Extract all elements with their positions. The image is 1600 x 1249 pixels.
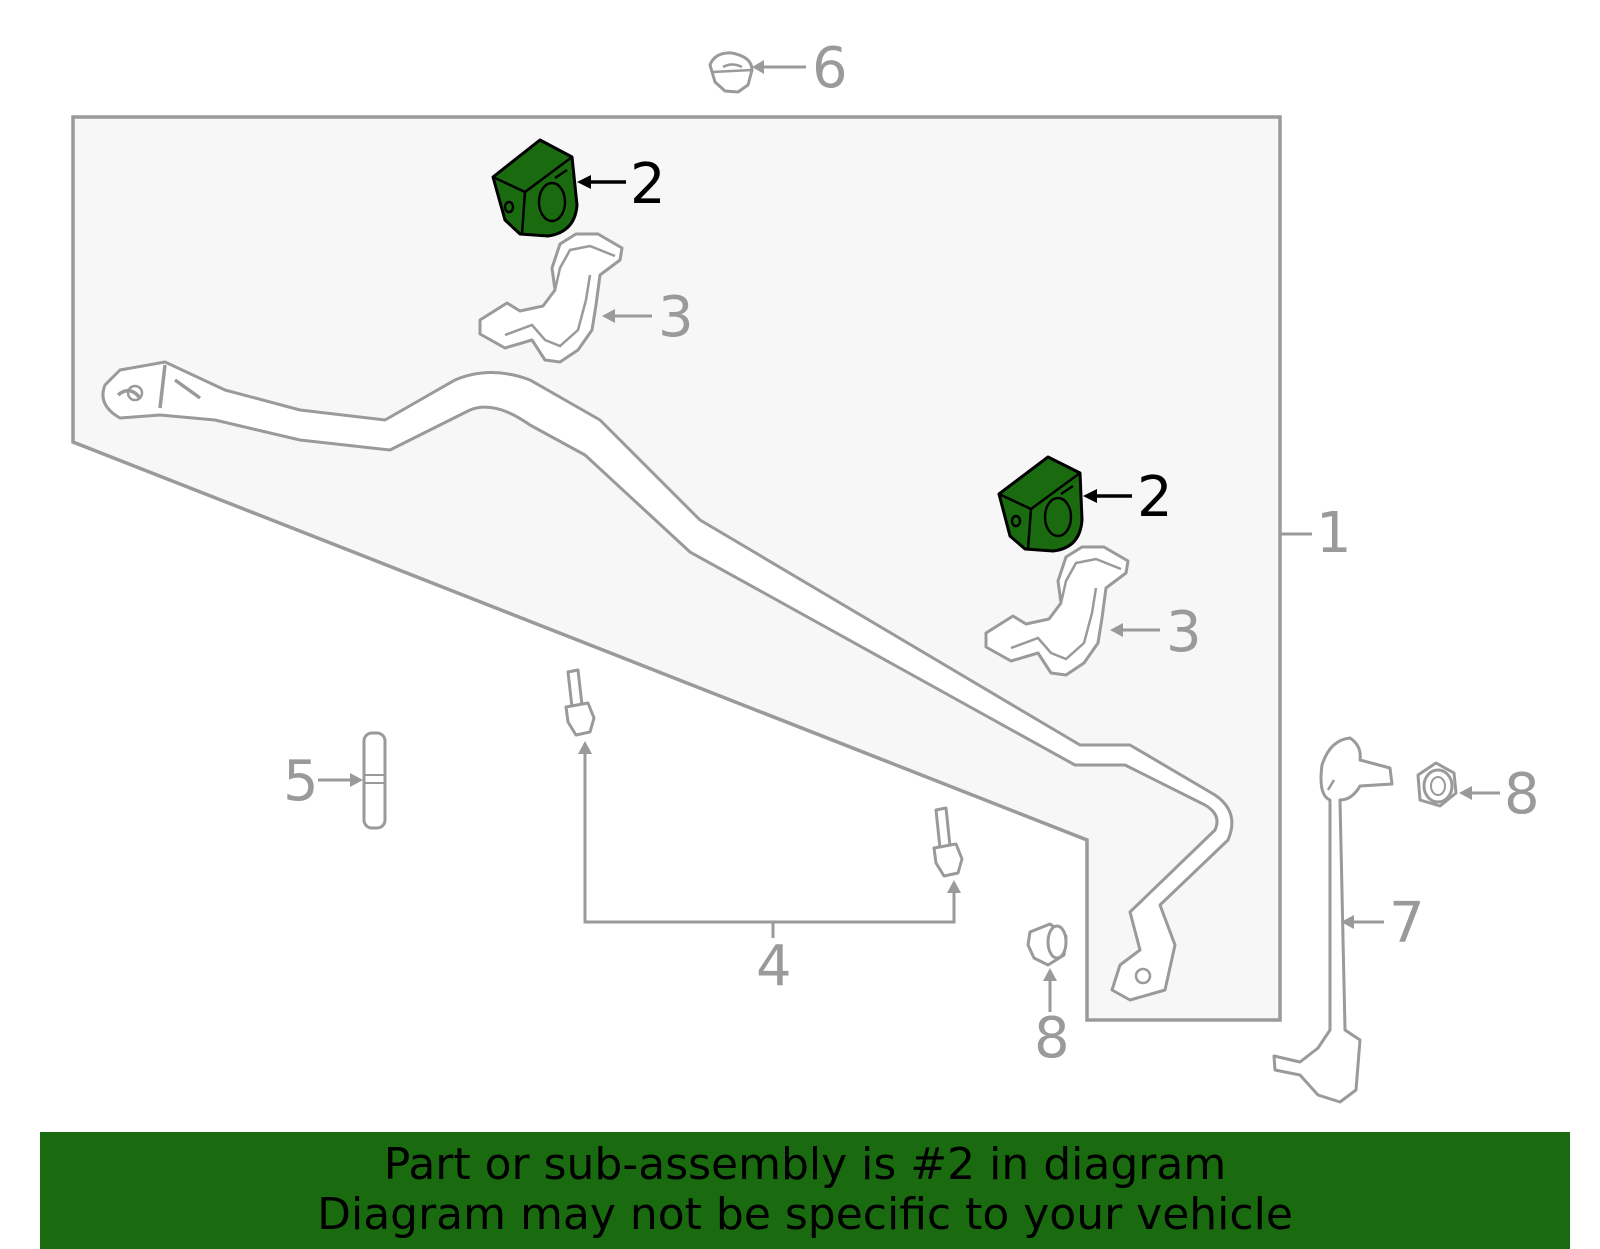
- info-banner: Part or sub-assembly is #2 in diagram Di…: [40, 1132, 1570, 1249]
- callout-7: 7: [1389, 891, 1425, 956]
- callout-6: 6: [812, 36, 848, 101]
- bracket-3-lower: [984, 545, 1130, 677]
- callout-8-right: 8: [1504, 762, 1540, 827]
- banner-line-2: Diagram may not be specific to your vehi…: [317, 1189, 1293, 1240]
- stabilizer-bar: [101, 360, 1234, 1002]
- callout-3-upper: 3: [658, 285, 694, 350]
- callout-2-upper: 2: [630, 152, 666, 217]
- stabilizer-link-7: [1272, 736, 1394, 1104]
- callout-4: 4: [756, 934, 792, 999]
- bushing-2-lower[interactable]: [997, 455, 1084, 553]
- nut-8-bottom: [1026, 922, 1068, 967]
- nut-8-right: [1416, 761, 1458, 808]
- callout-5: 5: [283, 749, 319, 814]
- bracket-3-upper: [478, 232, 624, 364]
- callout-2-lower: 2: [1137, 465, 1173, 530]
- clip-nut-6: [708, 51, 754, 94]
- assembly-panel: [71, 115, 1282, 1022]
- bushing-2-upper[interactable]: [491, 138, 579, 238]
- pin-5: [362, 731, 387, 830]
- bolt-4-left: [564, 668, 596, 737]
- leader-lines: [318, 60, 1500, 1012]
- callout-3-lower: 3: [1166, 600, 1202, 665]
- callout-8-bottom: 8: [1034, 1006, 1070, 1071]
- callout-1: 1: [1316, 501, 1352, 566]
- bolt-4-right: [932, 806, 964, 878]
- banner-line-1: Part or sub-assembly is #2 in diagram: [383, 1139, 1227, 1190]
